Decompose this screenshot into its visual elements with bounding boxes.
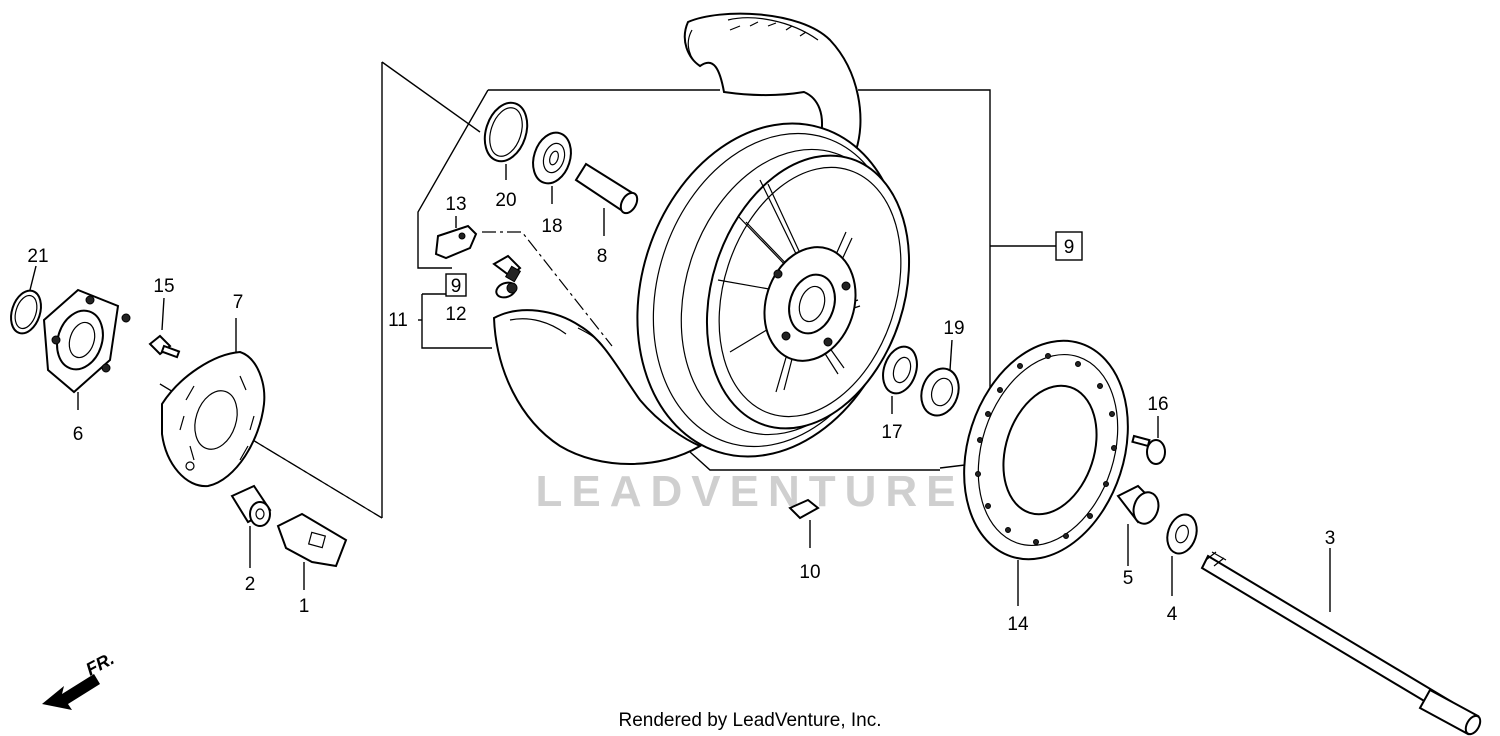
- label-11: 11: [388, 310, 408, 331]
- assembly-bracket: [159, 61, 1056, 519]
- label-7: 7: [233, 292, 244, 313]
- label-10: 10: [799, 562, 820, 583]
- front-direction-arrow-icon: [42, 674, 100, 710]
- label-9b: 9: [1064, 237, 1075, 258]
- tire-upper: [683, 12, 862, 152]
- label-6: 6: [73, 424, 84, 445]
- ref-box-9-large: [1055, 231, 1083, 261]
- label-2: 2: [245, 574, 256, 595]
- ref-box-9-small: [445, 273, 467, 297]
- plate-1: [276, 512, 348, 590]
- wheel-rim: [636, 122, 911, 458]
- label-14: 14: [1007, 614, 1029, 635]
- label-8: 8: [597, 246, 608, 267]
- label-17: 17: [881, 422, 902, 443]
- label-15: 15: [153, 276, 174, 297]
- label-5: 5: [1123, 568, 1134, 589]
- footer-credit: Rendered by LeadVenture, Inc.: [618, 710, 881, 731]
- clip-10: [788, 498, 820, 548]
- label-12: 12: [445, 304, 466, 325]
- front-direction-label: FR.: [82, 648, 117, 679]
- label-1: 1: [299, 596, 310, 617]
- seal-19: [920, 339, 960, 417]
- plate-7: [161, 318, 266, 488]
- label-18: 18: [541, 216, 562, 237]
- watermark: LEADVENTURE: [535, 467, 964, 516]
- collar-5: [1116, 484, 1160, 566]
- bearing-17: [882, 345, 918, 414]
- label-21: 21: [27, 246, 48, 267]
- label-16: 16: [1147, 394, 1168, 415]
- bracket-13: [434, 216, 478, 260]
- axle-3: [1200, 548, 1482, 736]
- label-13: 13: [445, 194, 466, 215]
- o-ring-21: [10, 265, 42, 335]
- flange-6: [42, 288, 131, 410]
- spacer-8: [574, 162, 639, 236]
- valve-12: [492, 254, 522, 299]
- o-ring-20: [483, 101, 529, 180]
- label-3: 3: [1325, 528, 1336, 549]
- tire-lower: [492, 309, 703, 465]
- label-9a: 9: [451, 276, 462, 297]
- collar-2: [230, 484, 272, 568]
- washer-4: [1166, 513, 1198, 596]
- bolt-15: [148, 297, 181, 359]
- label-4: 4: [1167, 604, 1178, 625]
- bearing-18: [532, 131, 572, 204]
- label-20: 20: [495, 190, 516, 211]
- label-19: 19: [943, 318, 964, 339]
- bolt-16: [1131, 416, 1166, 465]
- brake-disc-14: [963, 339, 1129, 606]
